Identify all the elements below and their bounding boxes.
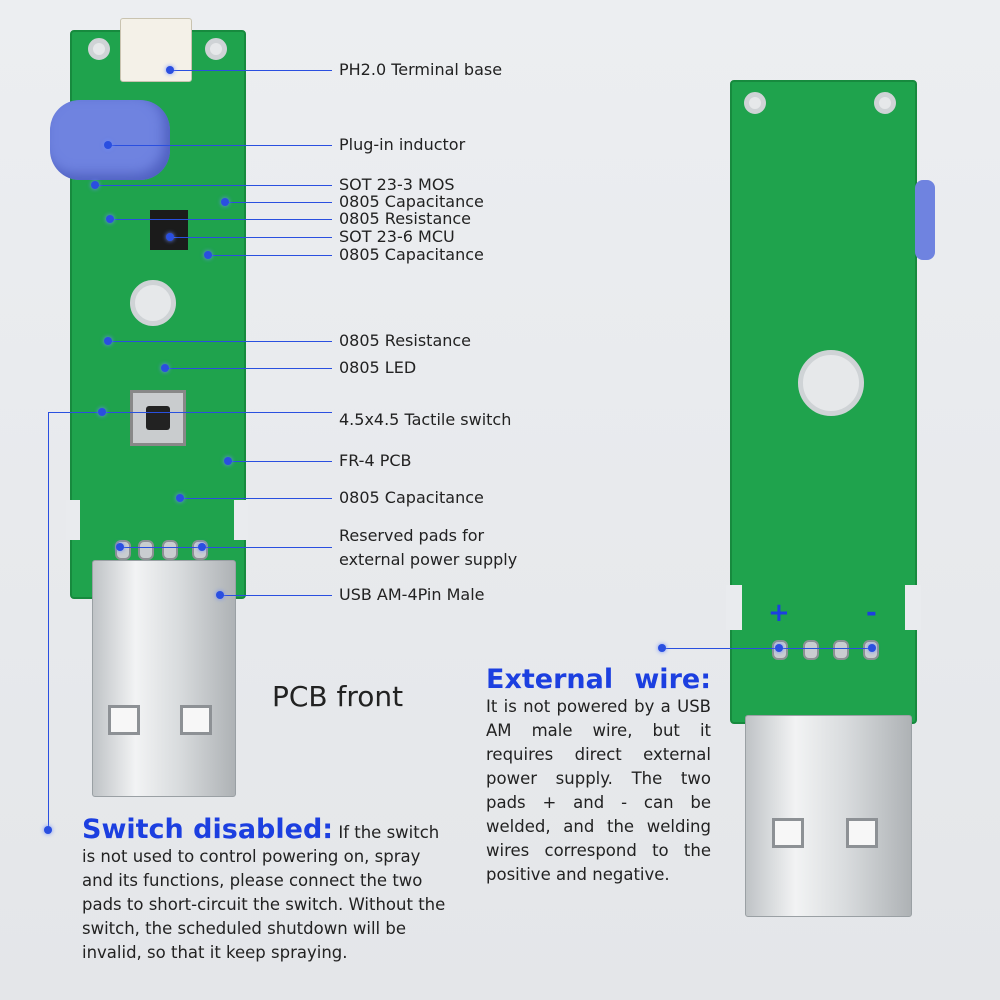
label-capacitance: 0805 Capacitance <box>339 245 484 264</box>
board-notch <box>66 500 80 540</box>
mount-hole <box>88 38 110 60</box>
back-pad-minus: - <box>866 598 877 628</box>
label-capacitance: 0805 Capacitance <box>339 488 484 507</box>
label-resistance: 0805 Resistance <box>339 209 472 228</box>
ph2-terminal <box>120 18 192 82</box>
inductor <box>50 100 170 180</box>
external-wire-text: It is not powered by a USB AM male wire,… <box>486 697 711 884</box>
usb-plug-front <box>92 560 236 797</box>
external-wire-note: External wire: It is not powered by a US… <box>486 666 711 887</box>
mount-hole <box>205 38 227 60</box>
label-resistance: 0805 Resistance <box>339 331 472 350</box>
external-wire-heading: External wire: <box>486 664 711 695</box>
label-usb-male: USB AM-4Pin Male <box>339 585 485 604</box>
label-fr4-pcb: FR-4 PCB <box>339 451 412 470</box>
pcb-front-caption: PCB front <box>272 680 404 713</box>
label-capacitance: 0805 Capacitance <box>339 192 484 211</box>
label-mcu: SOT 23-6 MCU <box>339 227 455 246</box>
switch-disabled-text: If the switch is not used to control pow… <box>82 823 446 962</box>
label-reserved-pads-2: external power supply <box>339 550 518 569</box>
usb-plug-back <box>745 715 912 917</box>
center-hole <box>130 280 176 326</box>
switch-disabled-note: Switch disabled: If the switch is not us… <box>82 816 447 965</box>
tactile-switch <box>130 390 186 446</box>
mcu-chip <box>150 210 188 250</box>
label-reserved-pads: Reserved pads for <box>339 526 485 545</box>
switch-disabled-heading: Switch disabled: <box>82 814 334 845</box>
board-notch <box>234 500 248 540</box>
center-hole <box>798 350 864 416</box>
back-pad-plus: + <box>768 598 790 628</box>
inductor-edge <box>915 180 935 260</box>
label-mos: SOT 23-3 MOS <box>339 175 455 194</box>
label-ph2-terminal: PH2.0 Terminal base <box>339 60 503 79</box>
label-led: 0805 LED <box>339 358 417 377</box>
label-inductor: Plug-in inductor <box>339 135 466 154</box>
label-tactile-switch: 4.5x4.5 Tactile switch <box>339 410 512 429</box>
